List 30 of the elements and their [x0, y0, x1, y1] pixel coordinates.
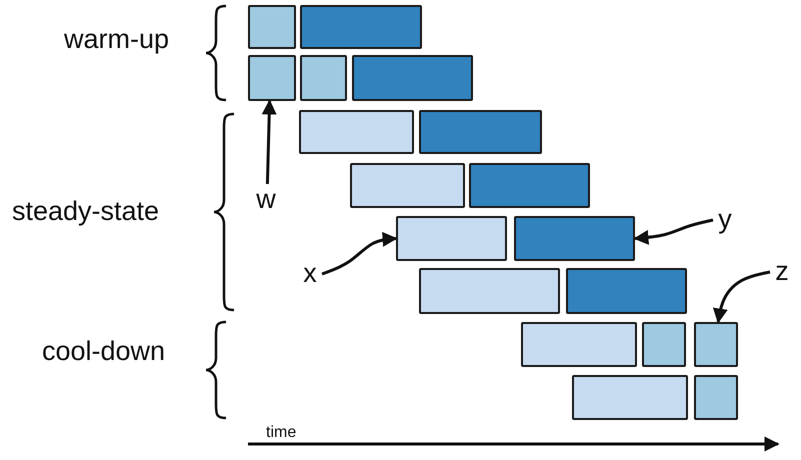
- task-block: [248, 5, 296, 49]
- task-block: [300, 55, 347, 101]
- task-block: [469, 163, 590, 208]
- task-block: [521, 322, 637, 367]
- leader-arrow: [634, 218, 714, 245]
- leader-label: w: [252, 184, 280, 216]
- task-block: [572, 375, 688, 420]
- axis-label: time: [266, 424, 296, 442]
- task-block: [299, 110, 414, 154]
- leader-arrow: [262, 100, 277, 184]
- task-block: [566, 268, 687, 314]
- leader-arrow: [322, 232, 398, 276]
- task-block: [396, 216, 507, 261]
- leader-arrow: [712, 270, 770, 324]
- leader-label: y: [713, 204, 737, 236]
- task-block: [642, 322, 686, 367]
- phase-label: cool-down: [42, 336, 166, 366]
- task-block: [248, 55, 296, 101]
- task-block: [419, 268, 560, 314]
- task-block: [514, 216, 635, 261]
- task-block: [694, 322, 738, 367]
- task-block: [300, 5, 422, 49]
- phase-label: warm-up: [64, 24, 170, 54]
- leader-label: z: [770, 256, 794, 288]
- task-block: [350, 163, 465, 208]
- task-block: [419, 110, 542, 154]
- task-block: [352, 55, 473, 101]
- phase-label: steady-state: [12, 196, 160, 226]
- leader-label: x: [298, 258, 322, 290]
- task-block: [694, 375, 738, 420]
